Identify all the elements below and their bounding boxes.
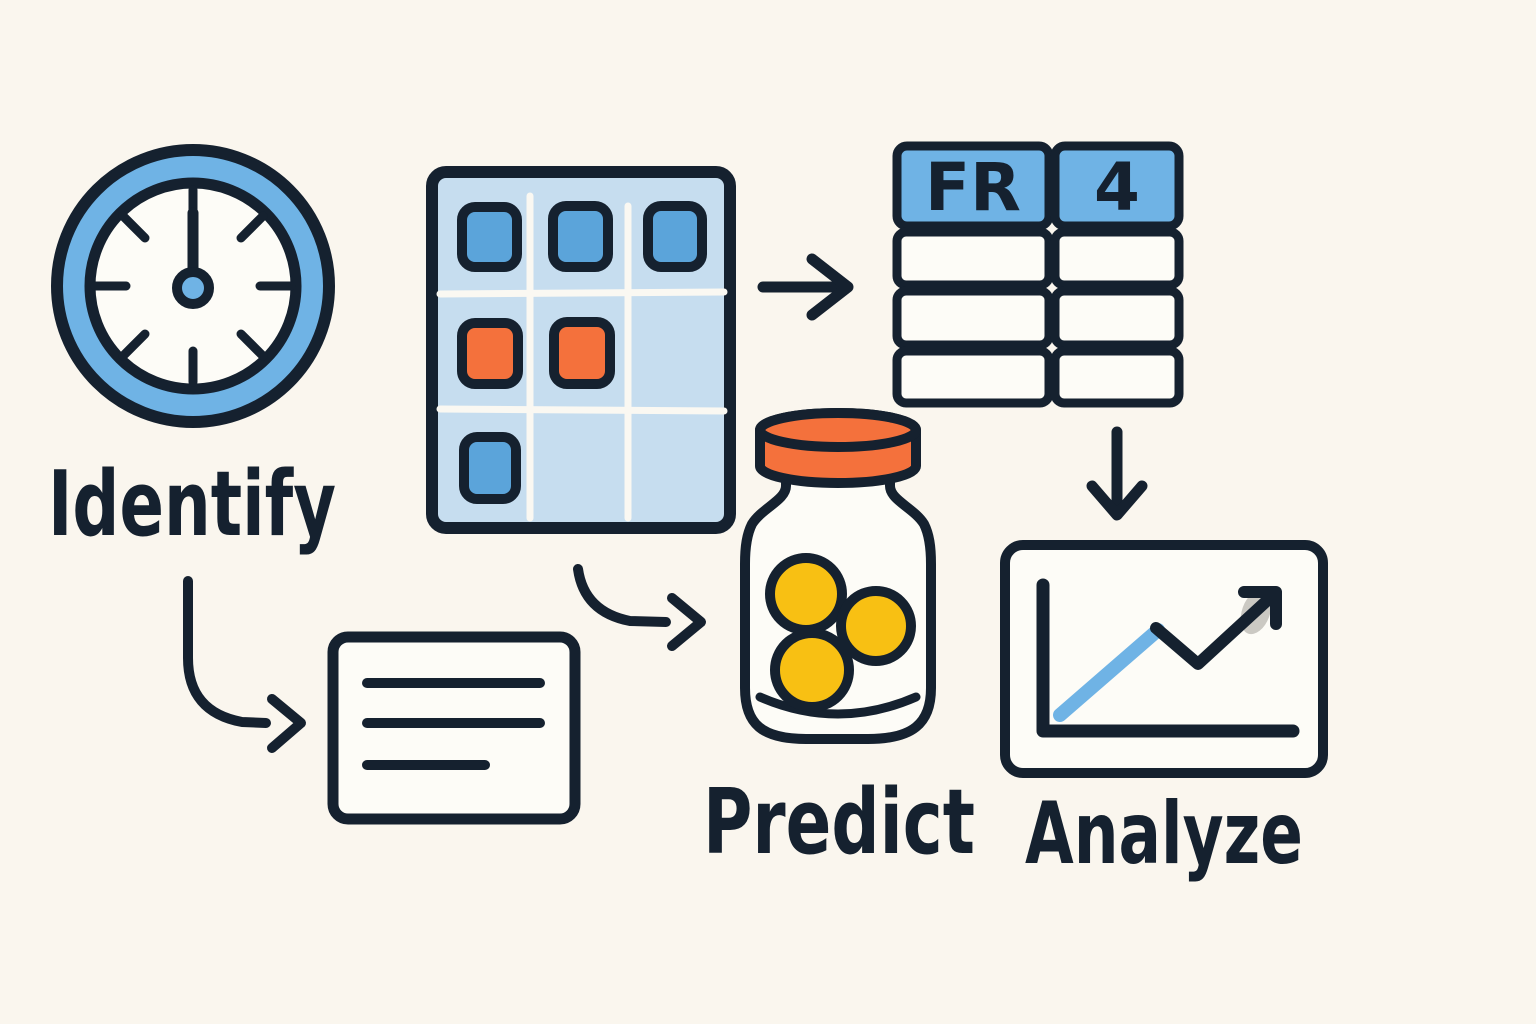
coin bbox=[765, 553, 847, 635]
chart-trend-line-dark bbox=[1150, 590, 1278, 670]
arrow-grid-to-table bbox=[757, 253, 854, 321]
table-empty-cell bbox=[892, 227, 1054, 290]
predict-label: Predict bbox=[703, 770, 975, 875]
table-header-cell bbox=[892, 141, 1054, 231]
grid-lines bbox=[436, 192, 728, 522]
clock-ticks bbox=[90, 185, 296, 387]
jar-lid-top bbox=[755, 408, 921, 452]
line-chart-icon bbox=[1000, 540, 1328, 778]
jar-bottom-curve bbox=[755, 692, 921, 719]
table-empty-cell bbox=[1050, 227, 1184, 290]
arrow-table-to-chart bbox=[1086, 426, 1148, 521]
table-header-4: 4 bbox=[1094, 149, 1140, 226]
calendar-grid-icon bbox=[426, 166, 736, 534]
chart-trend-line-blue bbox=[1053, 623, 1165, 722]
table-cells bbox=[892, 141, 1184, 408]
identify-label: Identify bbox=[48, 452, 336, 557]
coin bbox=[836, 586, 916, 666]
table-header-fr: FR bbox=[925, 149, 1021, 226]
grid-cells bbox=[457, 201, 707, 504]
chart-axes bbox=[1036, 578, 1300, 738]
arrow-grid-to-jar bbox=[573, 564, 706, 651]
table-empty-cell bbox=[1050, 346, 1184, 408]
table-empty-cell bbox=[1050, 286, 1184, 350]
chart-trend-arrowhead bbox=[1238, 586, 1282, 630]
grid-cell-orange bbox=[457, 318, 523, 389]
clock-icon bbox=[51, 144, 335, 428]
note-card-icon bbox=[327, 631, 581, 825]
table-empty-cell bbox=[892, 286, 1054, 350]
grid-cell-blue bbox=[548, 201, 613, 272]
grid-cell-orange bbox=[549, 317, 615, 389]
grid-cell-blue bbox=[643, 201, 707, 272]
grid-cell-blue bbox=[459, 432, 521, 504]
analyze-label: Analyze bbox=[1025, 784, 1303, 884]
coin-jar-icon bbox=[740, 408, 936, 744]
arrow-identify-to-note bbox=[183, 576, 306, 753]
table-icon: FR 4 bbox=[892, 141, 1184, 408]
grid-cell-blue bbox=[457, 202, 522, 272]
table-header-cell bbox=[1050, 141, 1184, 231]
table-empty-cell bbox=[892, 346, 1054, 408]
chart-frame bbox=[1000, 540, 1328, 778]
coin bbox=[770, 628, 854, 712]
note-card-text-lines bbox=[362, 678, 545, 770]
jar-coins bbox=[765, 553, 916, 712]
clock-center-dot bbox=[172, 267, 214, 309]
